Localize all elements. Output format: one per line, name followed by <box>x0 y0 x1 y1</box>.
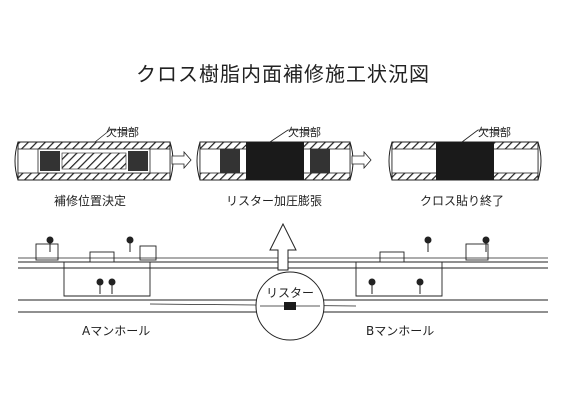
caption-step-3: クロス貼り終了 <box>420 194 505 208</box>
manhole-b-label: Bマンホール <box>366 324 435 338</box>
detail-arrow <box>269 222 297 271</box>
damage-label-3: 欠損部 <box>478 126 511 139</box>
lister-detail-circle <box>255 271 325 341</box>
lister-label: リスター <box>266 286 315 300</box>
damage-label-2: 欠損部 <box>288 126 321 139</box>
workers <box>46 236 490 294</box>
diagram-title: クロス樹脂内面補修施工状況図 <box>136 62 430 86</box>
pipe-step-1 <box>14 129 174 181</box>
flow-arrow-1 <box>171 150 192 170</box>
pipe-step-2 <box>196 129 354 181</box>
pipe-step-3 <box>388 129 542 181</box>
ground-section <box>18 243 548 313</box>
damage-label-1: 欠損部 <box>106 126 139 139</box>
manhole-a-label: Aマンホール <box>82 324 151 338</box>
caption-step-2: リスター加圧膨張 <box>226 194 323 208</box>
flow-arrow-2 <box>351 150 372 170</box>
caption-step-1: 補修位置決定 <box>54 194 127 208</box>
